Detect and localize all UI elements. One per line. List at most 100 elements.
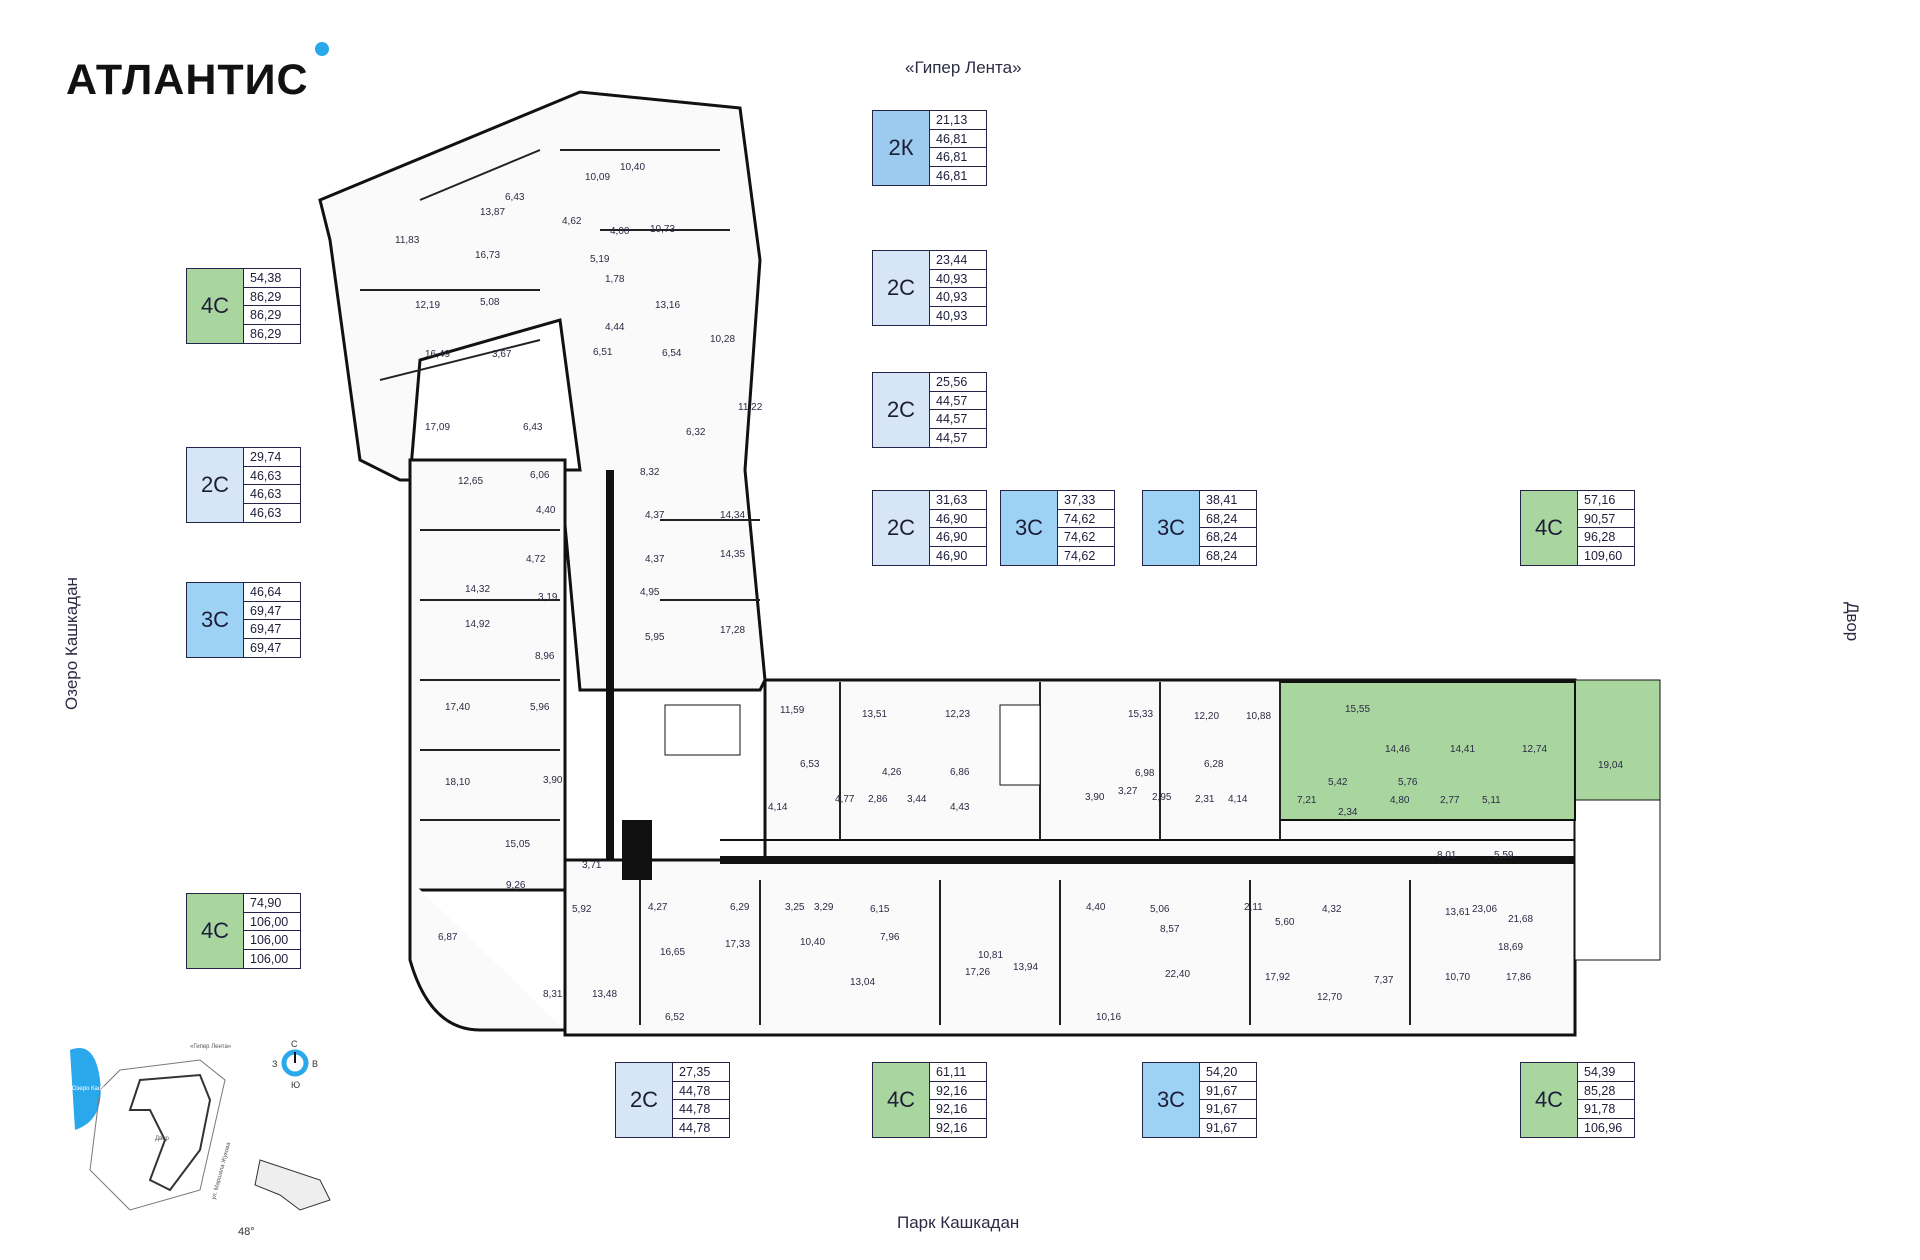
- compass-s: Ю: [291, 1080, 300, 1090]
- room-area-label: 12,65: [458, 476, 483, 487]
- room-area-label: 5,76: [1398, 777, 1418, 788]
- room-area-label: 17,86: [1506, 972, 1531, 983]
- room-area-label: 23,06: [1472, 904, 1497, 915]
- apartment-area: 106,00: [244, 913, 300, 931]
- room-area-label: 13,16: [655, 300, 680, 311]
- room-area-label: 6,43: [523, 422, 543, 433]
- room-area-label: 8,57: [1160, 924, 1180, 935]
- room-area-label: 5,42: [1328, 777, 1348, 788]
- room-area-label: 2,34: [1338, 807, 1358, 818]
- room-area-label: 6,53: [800, 759, 820, 770]
- room-area-label: 3,44: [907, 794, 927, 805]
- room-area-label: 17,40: [445, 702, 470, 713]
- room-area-label: 14,34: [720, 510, 745, 521]
- room-area-label: 6,29: [730, 902, 750, 913]
- room-area-label: 15,33: [1128, 709, 1153, 720]
- apartment-area: 74,62: [1058, 528, 1114, 547]
- brand-dot-icon: [314, 42, 329, 56]
- room-area-label: 3,25: [785, 902, 805, 913]
- room-area-label: 18,10: [445, 777, 470, 788]
- apartment-type: 2С: [873, 373, 930, 447]
- apartment-area: 74,90: [244, 894, 300, 913]
- room-area-label: 10,88: [1246, 711, 1271, 722]
- room-area-label: 21,68: [1508, 914, 1533, 925]
- room-area-label: 4,80: [1390, 795, 1410, 806]
- room-area-label: 4,40: [1086, 902, 1106, 913]
- room-area-label: 4,32: [1322, 904, 1342, 915]
- room-area-label: 8,96: [535, 651, 555, 662]
- room-area-label: 5,08: [480, 297, 500, 308]
- room-area-label: 14,35: [720, 549, 745, 560]
- compass-n: С: [291, 1039, 298, 1049]
- room-area-label: 17,33: [725, 939, 750, 950]
- apartment-area: 69,47: [244, 620, 300, 639]
- highlighted-apartment[interactable]: [1279, 681, 1576, 821]
- building-walls: [318, 90, 1661, 1037]
- label-right: Двор: [1843, 602, 1862, 642]
- room-area-label: 15,55: [1345, 704, 1370, 715]
- apartment-area: 38,41: [1200, 491, 1256, 510]
- apartment-area: 92,16: [930, 1100, 986, 1119]
- apartment-type: 3С: [1143, 491, 1200, 565]
- room-area-label: 5,11: [1482, 795, 1501, 806]
- apartment-area: 40,93: [930, 288, 986, 307]
- apartment-area: 68,24: [1200, 510, 1256, 528]
- room-area-label: 8,01: [1437, 850, 1457, 861]
- apartment-area: 86,29: [244, 306, 300, 325]
- room-area-label: 4,72: [526, 554, 546, 565]
- room-area-label: 11,22: [738, 402, 763, 413]
- room-area-label: 14,32: [465, 584, 490, 595]
- room-area-label: 5,59: [1494, 850, 1514, 861]
- apartment-area: 44,78: [673, 1082, 729, 1100]
- apartment-area: 46,81: [936, 168, 968, 183]
- apartment-type: 3С: [1001, 491, 1058, 565]
- apartment-area: 46,81: [930, 148, 986, 167]
- room-area-label: 4,37: [645, 554, 665, 565]
- room-area-label: 6,32: [686, 427, 706, 438]
- apartment-area: 44,57: [936, 430, 968, 445]
- room-area-label: 3,19: [538, 592, 558, 603]
- room-area-label: 7,96: [880, 932, 900, 943]
- room-area-label: 3,67: [492, 349, 512, 360]
- brand-name: АТЛАНТИС: [66, 56, 309, 104]
- room-area-label: 3,90: [543, 775, 563, 786]
- minimap-angle-label: 48°: [238, 1226, 255, 1238]
- room-area-label: 10,70: [1445, 972, 1470, 983]
- room-area-label: 8,32: [640, 467, 660, 478]
- apartment-type: 4С: [187, 269, 244, 343]
- apartment-type: 4С: [1521, 491, 1578, 565]
- room-area-label: 2,11: [1244, 902, 1263, 913]
- apartment-area: 46,90: [930, 510, 986, 528]
- apartment-type: 4С: [873, 1063, 930, 1137]
- apartment-area: 46,63: [250, 505, 282, 520]
- room-area-label: 3,71: [582, 860, 602, 871]
- apartment-area: 91,78: [1578, 1100, 1634, 1119]
- label-top: «Гипер Лента»: [905, 58, 1022, 77]
- room-area-label: 4,62: [562, 216, 582, 227]
- room-area-label: 2,86: [868, 794, 888, 805]
- apartment-area: 91,67: [1200, 1100, 1256, 1119]
- room-area-label: 17,28: [720, 625, 745, 636]
- room-area-label: 12,19: [415, 300, 440, 311]
- room-area-label: 12,74: [1522, 744, 1547, 755]
- label-bottom: Парк Кашкадан: [897, 1213, 1020, 1232]
- apartment-area: 91,67: [1206, 1120, 1238, 1135]
- room-area-label: 14,41: [1450, 744, 1475, 755]
- apartment-area: 46,63: [244, 467, 300, 485]
- room-area-label: 14,46: [1385, 744, 1410, 755]
